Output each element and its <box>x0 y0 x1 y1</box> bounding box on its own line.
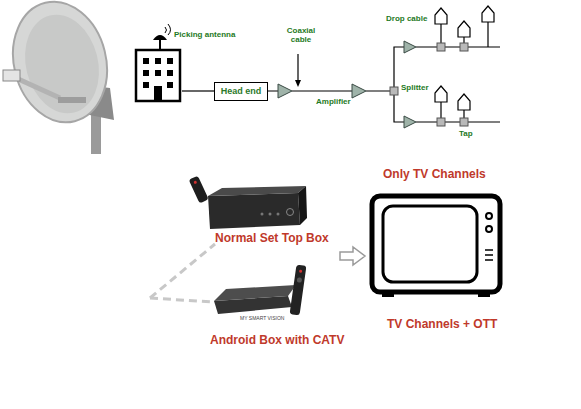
remote-control <box>290 265 307 316</box>
set-top-box <box>189 176 307 229</box>
cable-network <box>268 22 500 122</box>
leader-line <box>297 54 298 82</box>
remote-body <box>290 265 307 316</box>
amplifier-symbol <box>404 116 416 128</box>
building-icon <box>136 24 180 101</box>
tv-speaker <box>485 250 493 260</box>
connector <box>340 247 365 265</box>
tap-symbol <box>437 43 445 51</box>
building-outline <box>136 50 180 101</box>
television-group: Only TV Channels TV Channels + OTT <box>365 165 510 337</box>
satellite-dish <box>1 0 120 154</box>
dish-shade <box>15 7 109 121</box>
amplifier-symbol <box>404 41 416 53</box>
remote-button <box>193 180 197 184</box>
drop-cable-label: Drop cable <box>386 15 427 24</box>
dashed-line <box>150 244 215 298</box>
node-text: Only TV Channels <box>383 168 486 181</box>
house-icon <box>435 86 447 102</box>
house-icon <box>435 8 447 24</box>
tap-label: Tap <box>459 130 473 139</box>
tv-cabinet <box>372 196 500 292</box>
box-front <box>208 193 300 229</box>
android-box-group: Android Box with CATV <box>190 262 360 350</box>
box-top <box>214 285 296 301</box>
node-text: Picking antenna <box>174 31 235 40</box>
antenna-building: Picking antenna <box>128 30 182 102</box>
dashed-guides <box>150 244 215 302</box>
node-text: Android Box with CATV <box>210 334 344 347</box>
remote-body <box>189 176 209 204</box>
process-box: Head end <box>214 82 268 101</box>
splitter-label: Splitter <box>401 84 429 93</box>
lnb-arm <box>16 78 60 98</box>
remote-button <box>297 277 303 283</box>
building-windows <box>143 58 173 101</box>
signal-waves <box>165 24 171 35</box>
tap-symbol <box>460 43 468 51</box>
house-icon <box>458 94 470 110</box>
splitter-and-taps <box>390 43 468 126</box>
tap-symbol <box>460 118 468 126</box>
box-top <box>208 186 306 196</box>
tv-screen <box>383 206 477 282</box>
set-top-box-group: Normal Set Top Box <box>185 176 340 260</box>
house-icon <box>482 6 494 22</box>
block-arrow <box>340 247 365 265</box>
brand-text: MY SMART VISION <box>240 316 284 322</box>
coaxial-line <box>268 22 500 122</box>
tv-knob <box>486 226 492 232</box>
leader-arrowhead <box>295 80 301 87</box>
tv-knob <box>486 213 492 219</box>
tap-symbol <box>437 118 445 126</box>
splitter-symbol <box>390 87 398 95</box>
node-text: Head end <box>221 87 262 97</box>
amplifier-symbol <box>278 84 292 98</box>
remote-button <box>299 269 302 272</box>
tv-foot <box>382 292 394 297</box>
dashed-line <box>150 298 212 302</box>
house-icons <box>435 6 494 110</box>
connector <box>182 91 214 92</box>
lnb <box>3 70 20 81</box>
amplifier-symbol <box>352 84 366 98</box>
connector-line <box>182 90 214 91</box>
antenna-mast <box>159 40 161 50</box>
box-button <box>277 213 280 216</box>
television <box>372 196 500 297</box>
node-text: Normal Set Top Box <box>215 232 329 245</box>
box-button <box>261 213 264 216</box>
android-box <box>214 265 306 316</box>
dish-arm <box>58 97 86 103</box>
box-side <box>298 186 307 225</box>
box-button <box>269 213 272 216</box>
antenna-dish <box>153 35 167 40</box>
amplifier-symbols <box>278 41 416 128</box>
cable-label: Coaxial cable <box>278 27 324 45</box>
house-icon <box>458 21 470 37</box>
box-port <box>287 209 294 216</box>
dish-reflector <box>1 0 120 132</box>
tv-foot <box>478 292 490 297</box>
remote-control <box>189 176 209 204</box>
amplifier-label: Amplifier <box>316 98 351 107</box>
node-text: TV Channels + OTT <box>387 318 497 331</box>
